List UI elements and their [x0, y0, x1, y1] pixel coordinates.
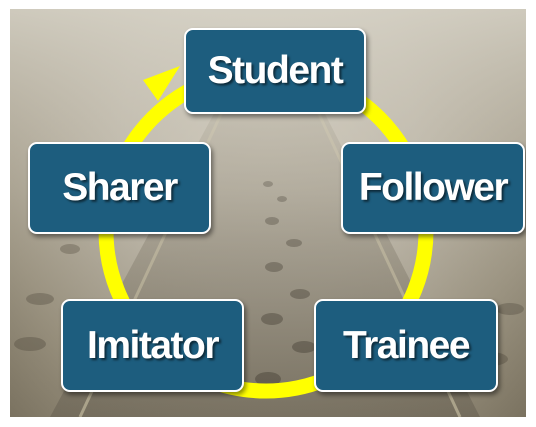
slide-background: Student Follower Trainee Imitator Sharer	[10, 9, 526, 417]
node-label: Sharer	[62, 166, 178, 209]
cycle-node-trainee: Trainee	[314, 299, 498, 392]
cycle-node-imitator: Imitator	[61, 299, 244, 392]
node-label: Student	[207, 49, 344, 92]
cycle-arrowhead-icon	[143, 66, 180, 101]
cycle-node-student: Student	[184, 28, 366, 114]
cycle-node-sharer: Sharer	[28, 142, 211, 234]
cycle-node-follower: Follower	[341, 142, 525, 234]
node-label: Follower	[358, 166, 509, 209]
node-label: Imitator	[86, 323, 220, 367]
node-label: Trainee	[342, 323, 471, 367]
